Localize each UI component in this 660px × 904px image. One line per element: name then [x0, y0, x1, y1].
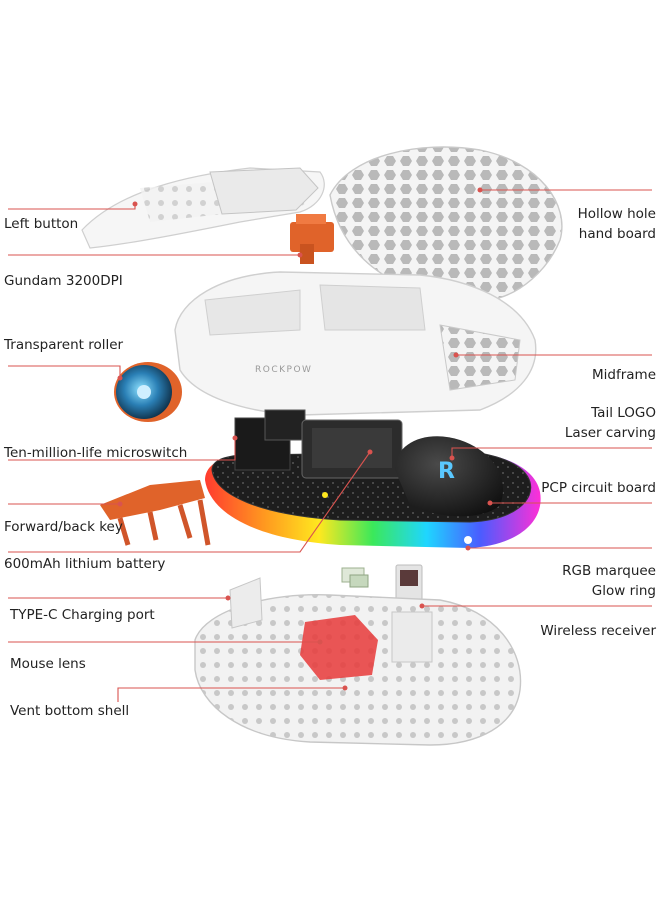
leader-lines	[8, 189, 652, 702]
brand-mark: ROCKPOW	[255, 365, 312, 375]
tail-logo-mark: R	[438, 459, 455, 484]
label-laser-carving: Laser carving	[564, 425, 656, 441]
label-forward-back-key: Forward/back key	[4, 519, 123, 535]
label-left-button: Left button	[4, 216, 79, 232]
label-glow-ring: Glow ring	[591, 583, 656, 599]
leader-vent-shell	[117, 687, 345, 702]
label-mouse-lens: Mouse lens	[10, 656, 86, 672]
leader-battery	[8, 451, 371, 553]
leader-dots	[117, 187, 493, 691]
gundam-sensor-part	[290, 214, 334, 264]
forward-back-key	[100, 480, 211, 546]
label-rgb-marquee: RGB marquee	[562, 563, 656, 579]
label-vent-bottom-shell: Vent bottom shell	[10, 703, 130, 719]
label-microswitch: Ten-million-life microswitch	[4, 445, 188, 461]
label-battery: 600mAh lithium battery	[4, 556, 166, 572]
leader-roller	[8, 365, 121, 378]
transparent-roller	[114, 362, 182, 422]
vent-bottom-shell	[194, 577, 522, 746]
label-pcb-board: PCP circuit board	[541, 480, 656, 496]
label-hand-board: hand board	[578, 226, 656, 242]
label-transparent-roller: Transparent roller	[4, 337, 124, 353]
label-wireless-receiver: Wireless receiver	[540, 623, 656, 639]
label-tail-logo: Tail LOGO	[591, 405, 656, 421]
leader-tail-logo	[451, 447, 652, 458]
label-midframe: Midframe	[592, 367, 656, 383]
type-c-port-part	[341, 567, 369, 588]
leader-microswitch	[8, 438, 236, 461]
pcb-assembly: R	[205, 409, 541, 548]
label-type-c-port: TYPE-C Charging port	[10, 607, 155, 623]
label-hollow-hole: Hollow hole	[577, 206, 656, 222]
left-button-shell	[81, 167, 325, 249]
midframe: ROCKPOW	[174, 271, 537, 416]
label-gundam-sensor: Gundam 3200DPI	[4, 273, 123, 289]
